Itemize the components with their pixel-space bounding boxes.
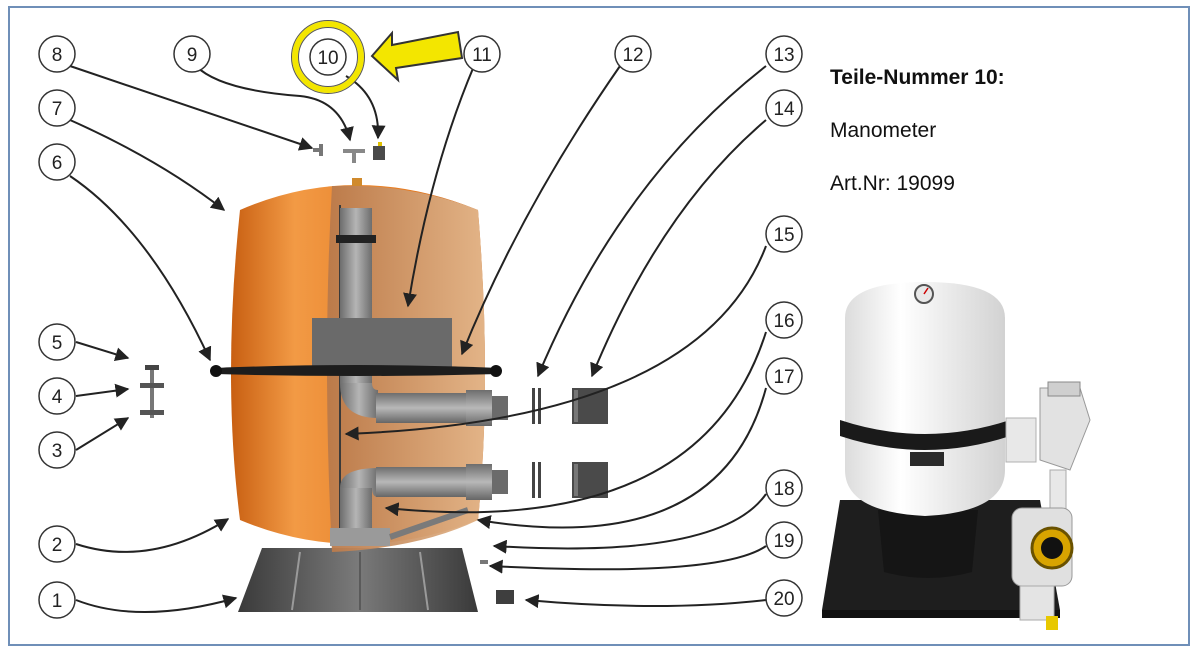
collector-block <box>312 318 452 373</box>
callout-label: 6 <box>52 153 63 174</box>
callout-17: 17 <box>765 357 803 395</box>
callout-13: 13 <box>765 35 803 73</box>
callout-label: 5 <box>52 333 63 354</box>
callout-11: 11 <box>463 35 501 73</box>
callout-19: 19 <box>765 521 803 559</box>
callout-7: 7 <box>38 89 76 127</box>
callout-label: 8 <box>52 45 63 66</box>
product-photo <box>822 282 1091 630</box>
highlight-ring <box>292 21 364 93</box>
part-number-title: Teile-Nummer 10: <box>830 66 1005 89</box>
callout-label: 19 <box>773 531 794 552</box>
callout-10: 10 <box>309 38 347 76</box>
callout-label: 17 <box>773 367 794 388</box>
callout-2: 2 <box>38 525 76 563</box>
callout-5: 5 <box>38 323 76 361</box>
callout-label: 7 <box>52 99 63 120</box>
callout-label: 18 <box>773 479 794 500</box>
callout-9: 9 <box>173 35 211 73</box>
callout-20: 20 <box>765 579 803 617</box>
callout-label: 10 <box>317 48 338 69</box>
highlight-arrow <box>370 30 464 83</box>
callout-label: 16 <box>773 311 794 332</box>
callout-label: 1 <box>52 591 63 612</box>
callout-3: 3 <box>38 431 76 469</box>
callout-15: 15 <box>765 215 803 253</box>
callout-18: 18 <box>765 469 803 507</box>
callout-6: 6 <box>38 143 76 181</box>
tank-base <box>238 548 478 612</box>
callout-4: 4 <box>38 377 76 415</box>
loose-parts <box>140 142 608 604</box>
callout-label: 14 <box>773 99 795 120</box>
callout-label: 4 <box>52 387 63 408</box>
callout-label: 13 <box>773 45 794 66</box>
filter-tank <box>210 178 508 612</box>
clamp-band <box>215 365 500 376</box>
article-number: Art.Nr: 19099 <box>830 172 955 195</box>
callout-label: 3 <box>52 441 63 462</box>
callout-label: 11 <box>472 45 492 66</box>
callout-8: 8 <box>38 35 76 73</box>
callout-label: 15 <box>773 225 794 246</box>
callout-14: 14 <box>765 89 803 127</box>
callout-label: 20 <box>773 589 794 610</box>
callout-label: 9 <box>187 45 198 66</box>
callout-label: 2 <box>52 535 63 556</box>
part-name: Manometer <box>830 119 937 142</box>
callout-1: 1 <box>38 581 76 619</box>
leader-lines <box>69 65 767 613</box>
callout-label: 12 <box>622 45 643 66</box>
callout-16: 16 <box>765 301 803 339</box>
callout-12: 12 <box>614 35 652 73</box>
